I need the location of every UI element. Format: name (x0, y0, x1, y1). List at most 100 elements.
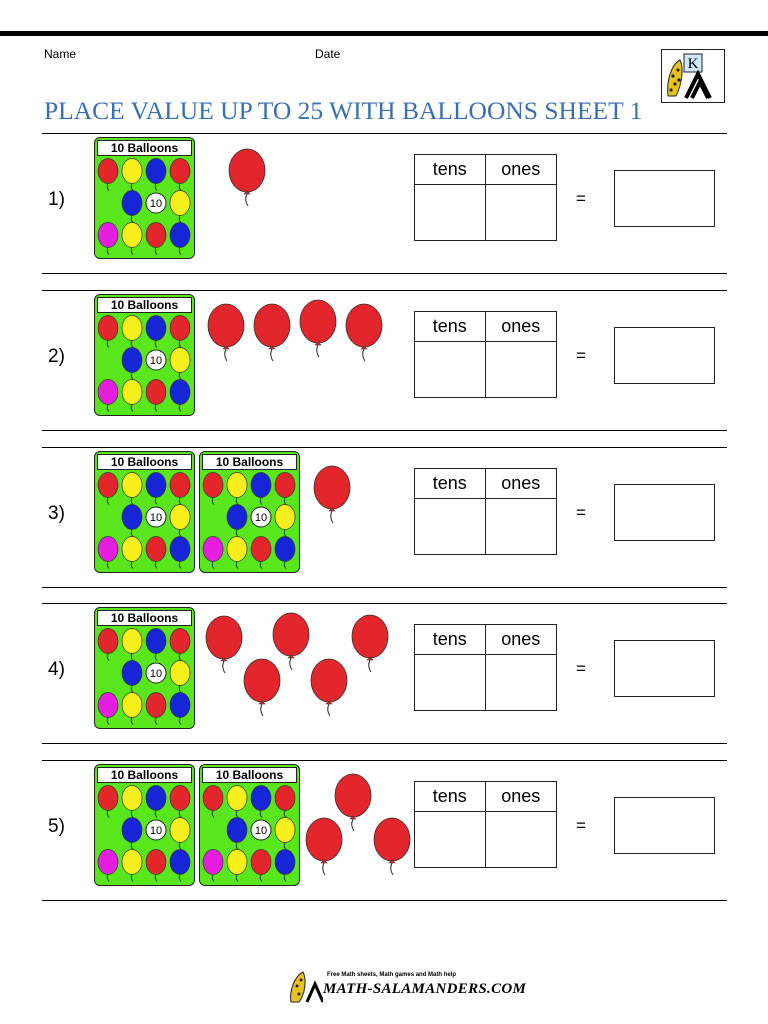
site-footer-logo: Free Math sheets, Math games and Math he… (287, 968, 526, 1008)
tens-answer-cell[interactable] (415, 655, 486, 710)
bundle-balloon (226, 472, 248, 498)
answer-box[interactable] (614, 484, 715, 541)
bundle-balloon (250, 849, 272, 875)
bundle-center-number: 10 (150, 668, 162, 680)
bundle-balloon (145, 849, 167, 875)
ten-balloon-bundle: 10 Balloons 10 (94, 294, 195, 416)
bundle-label: 10 Balloons (97, 610, 192, 626)
bundle-center-number: 10 (150, 198, 162, 210)
answer-box[interactable] (614, 327, 715, 384)
bundle-label: 10 Balloons (97, 140, 192, 156)
answer-box[interactable] (614, 640, 715, 697)
bundle-center-number: 10 (255, 825, 267, 837)
single-balloon (253, 303, 291, 367)
bundle-balloon (97, 222, 119, 248)
single-balloon (207, 303, 245, 367)
bundle-label: 10 Balloons (202, 454, 297, 470)
ten-balloon-bundle: 10 Balloons 10 (199, 451, 300, 573)
single-balloon (373, 817, 411, 881)
bundle-balloon (274, 536, 296, 562)
ones-header: ones (485, 625, 556, 655)
equals-sign: = (576, 189, 586, 208)
bundle-balloon (274, 504, 296, 530)
bundle-balloon (169, 628, 191, 654)
question-divider (42, 603, 727, 604)
ones-header: ones (485, 155, 556, 185)
bundle-balloon (97, 692, 119, 718)
bundle-balloon (169, 222, 191, 248)
bundle-balloon (121, 158, 143, 184)
salamander-icon (290, 971, 325, 1003)
bundle-balloon (250, 472, 272, 498)
bundle-balloon (226, 536, 248, 562)
ones-answer-cell[interactable] (486, 342, 557, 397)
single-balloon (299, 299, 337, 363)
answer-box[interactable] (614, 797, 715, 854)
bundle-balloon (169, 817, 191, 843)
single-balloon (305, 817, 343, 881)
single-balloon (334, 773, 372, 837)
svg-text:K: K (688, 56, 699, 72)
bundle-balloon (97, 472, 119, 498)
tens-answer-cell[interactable] (415, 185, 486, 240)
single-balloon (345, 303, 383, 367)
bundle-balloon (121, 222, 143, 248)
equals-sign: = (576, 659, 586, 678)
bundle-balloons: 10 (97, 158, 191, 255)
bundle-center-number: 10 (150, 512, 162, 524)
bundle-label: 10 Balloons (97, 297, 192, 313)
tens-header: tens (415, 625, 486, 655)
bundle-balloon (121, 504, 143, 530)
question-divider (42, 290, 727, 291)
bundle-balloon (169, 472, 191, 498)
page-title: PLACE VALUE UP TO 25 WITH BALLOONS SHEET… (44, 96, 643, 125)
ones-answer-cell[interactable] (486, 655, 557, 710)
name-label: Name (44, 47, 77, 61)
single-balloon (310, 658, 348, 722)
bundle-balloon (250, 536, 272, 562)
tens-answer-cell[interactable] (415, 812, 486, 867)
bundle-balloon (226, 785, 248, 811)
bundle-center-number: 10 (255, 512, 267, 524)
bundle-balloon (145, 158, 167, 184)
bundle-balloon (145, 472, 167, 498)
question-divider (42, 133, 727, 134)
question-divider (42, 743, 727, 744)
tens-header: tens (415, 312, 486, 342)
tens-answer-cell[interactable] (415, 342, 486, 397)
equals-sign: = (576, 346, 586, 365)
single-balloon (228, 148, 266, 212)
single-balloon (205, 615, 243, 679)
answer-box[interactable] (614, 170, 715, 227)
ones-answer-cell[interactable] (486, 812, 557, 867)
bundle-balloon (145, 692, 167, 718)
bundle-balloon (97, 628, 119, 654)
question-number: 1) (48, 189, 65, 210)
bundle-balloon (145, 536, 167, 562)
ten-balloon-bundle: 10 Balloons 10 (199, 764, 300, 886)
ones-header: ones (485, 469, 556, 499)
bundle-balloons: 10 (97, 628, 191, 725)
bundle-label: 10 Balloons (202, 767, 297, 783)
bundle-balloon (145, 628, 167, 654)
bundle-balloon (169, 785, 191, 811)
bundle-balloon (250, 785, 272, 811)
ones-answer-cell[interactable] (486, 185, 557, 240)
bundle-balloon (145, 315, 167, 341)
question-divider (42, 447, 727, 448)
ten-balloon-bundle: 10 Balloons 10 (94, 137, 195, 259)
bundle-balloon (226, 504, 248, 530)
question-number: 5) (48, 816, 65, 837)
equals-sign: = (576, 503, 586, 522)
tens-answer-cell[interactable] (415, 499, 486, 554)
bundle-balloon (169, 660, 191, 686)
bundle-center-number: 10 (150, 355, 162, 367)
ones-answer-cell[interactable] (486, 499, 557, 554)
bundle-balloon (121, 785, 143, 811)
tens-header: tens (415, 155, 486, 185)
